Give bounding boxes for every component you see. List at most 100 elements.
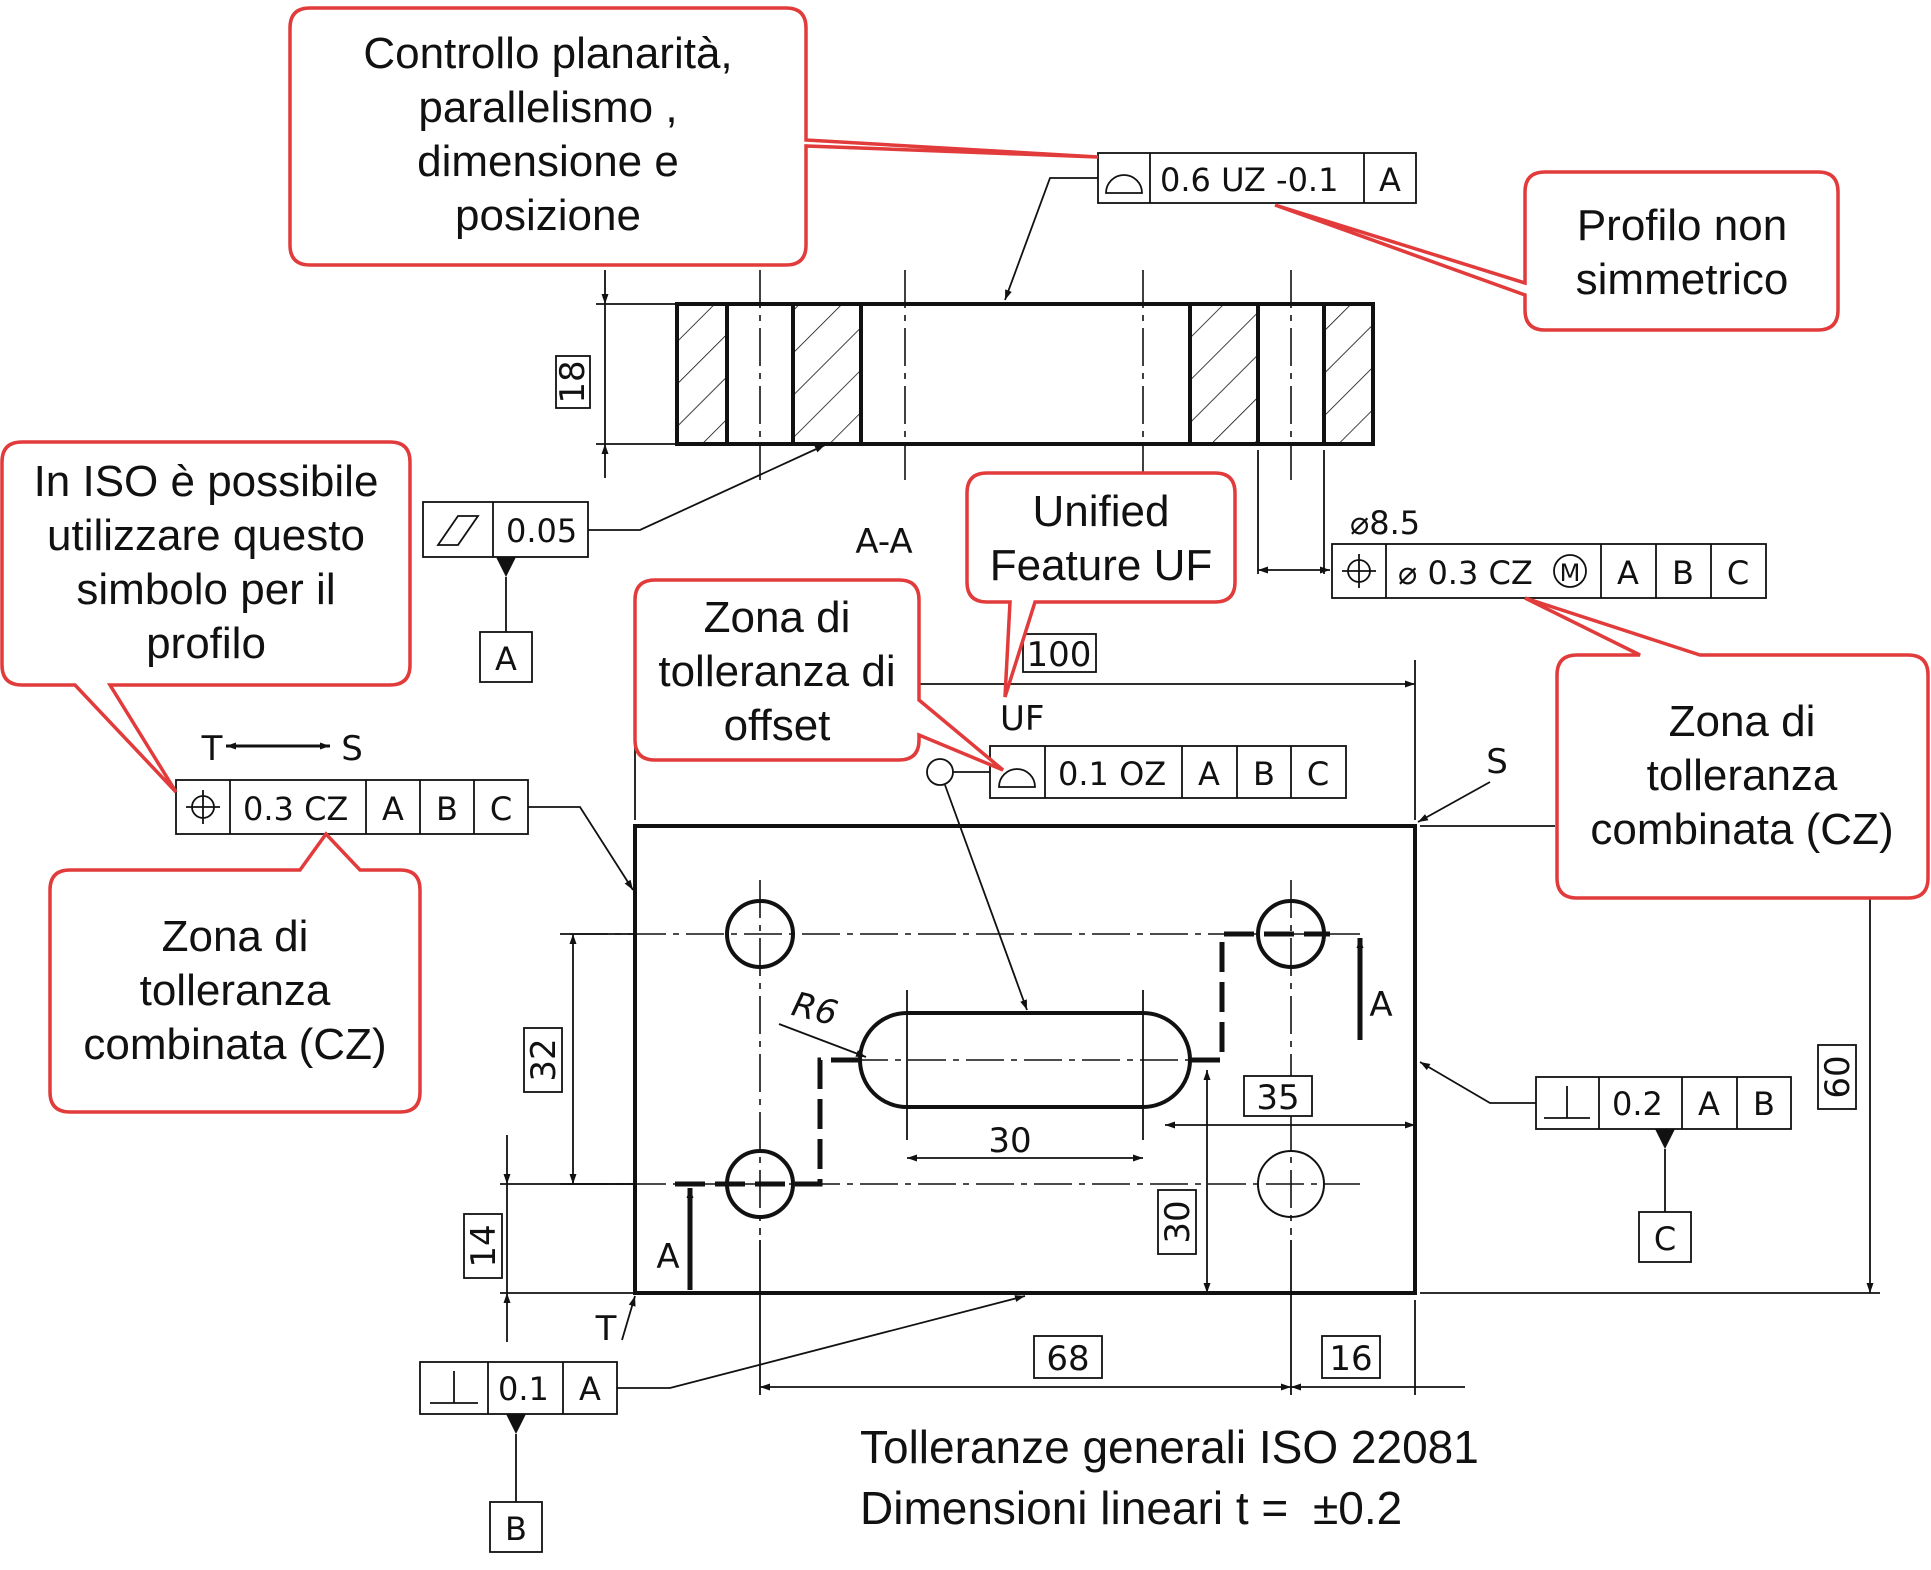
fcf-profile-offset-value: 0.1 OZ bbox=[1058, 755, 1166, 793]
fcf-profile-top-datum: A bbox=[1379, 161, 1401, 199]
fcf-position-holes: ⌀8.5 ⌀ 0.3 CZ M A B C bbox=[1257, 450, 1767, 599]
fcf-perp-bottom: 0.1 A B bbox=[419, 1295, 1026, 1553]
callout-offset-line-1: Zona di bbox=[704, 593, 851, 642]
fcf-position-left: T S 0.3 CZ A B C bbox=[175, 729, 634, 891]
section-label: A-A bbox=[855, 522, 912, 562]
fcf-perp-right-value: 0.2 bbox=[1612, 1085, 1663, 1123]
fcf-flatness-value: 0.05 bbox=[506, 512, 577, 550]
perpendicularity-icon bbox=[1544, 1086, 1590, 1119]
fcf-perp-bottom-datum-a: A bbox=[579, 1370, 601, 1408]
general-tolerances-note: Tolleranze generali ISO 22081 Dimensioni… bbox=[860, 1421, 1479, 1534]
callout-profilo-line-1: Profilo non bbox=[1577, 201, 1787, 250]
fcf-perp-right-datum-a: A bbox=[1698, 1085, 1720, 1123]
fcf-flatness: 0.05 A bbox=[422, 444, 826, 683]
callout-cz-left-line-3: combinata (CZ) bbox=[83, 1020, 386, 1069]
fcf-profile-top-value: 0.6 UZ -0.1 bbox=[1160, 161, 1338, 199]
fcf-profile-offset: UF 0.1 OZ A B C bbox=[926, 699, 1347, 1011]
mmc-modifier-icon bbox=[1553, 554, 1587, 588]
dimension-68-16: 68 16 bbox=[759, 1240, 1465, 1395]
fcf-position-holes-value: ⌀ 0.3 CZ bbox=[1398, 554, 1533, 592]
callout-cz-right-line-1: Zona di bbox=[1669, 697, 1816, 746]
dim-slot-30-label: 30 bbox=[988, 1121, 1031, 1161]
dimension-35: 35 bbox=[1165, 1075, 1415, 1129]
callout-unified-feature: Unified Feature UF bbox=[965, 471, 1237, 698]
callout-offset: Zona di tolleranza di offset bbox=[633, 578, 1005, 772]
datum-b: B bbox=[505, 1510, 527, 1548]
fcf-profile-offset-datum-b: B bbox=[1253, 755, 1275, 793]
uf-label: UF bbox=[1000, 699, 1044, 739]
datum-c: C bbox=[1654, 1220, 1676, 1258]
fcf-perp-bottom-value: 0.1 bbox=[498, 1370, 549, 1408]
callout-planarita: Controllo planarità, parallelismo , dime… bbox=[288, 6, 1099, 267]
dimension-thickness: 18 bbox=[553, 270, 677, 478]
dim-32-label: 32 bbox=[524, 1038, 564, 1081]
profile-surface-icon bbox=[1105, 174, 1143, 194]
position-icon bbox=[1342, 554, 1376, 588]
callout-offset-line-2: tolleranza di bbox=[658, 647, 895, 696]
callout-iso-line-3: simbolo per il bbox=[76, 565, 335, 614]
callout-uf-line-1: Unified bbox=[1033, 487, 1170, 536]
all-around-icon bbox=[926, 758, 954, 786]
callout-planarita-line-4: posizione bbox=[455, 191, 641, 240]
callout-cz-right-line-3: combinata (CZ) bbox=[1590, 805, 1893, 854]
flatness-icon bbox=[436, 515, 480, 546]
section-hatch-3 bbox=[1188, 302, 1260, 446]
callout-planarita-line-1: Controllo planarità, bbox=[363, 29, 732, 78]
point-s-label: S bbox=[1486, 742, 1508, 782]
section-arrow-label-bottom: A bbox=[656, 1237, 679, 1277]
callout-cz-right: Zona di tolleranza combinata (CZ) bbox=[1524, 596, 1930, 900]
fcf-position-holes-modifier: M bbox=[1560, 559, 1581, 587]
callout-uf-line-2: Feature UF bbox=[990, 541, 1213, 590]
dimension-32: 32 bbox=[523, 933, 635, 1185]
callout-cz-left-line-2: tolleranza bbox=[140, 966, 331, 1015]
dim-height-label: 60 bbox=[1818, 1055, 1858, 1098]
fcf-perp-right: 0.2 A B C bbox=[1419, 1061, 1792, 1263]
fcf-perp-right-datum-b: B bbox=[1753, 1085, 1775, 1123]
callout-planarita-line-2: parallelismo , bbox=[418, 83, 677, 132]
hole-size-label: ⌀8.5 bbox=[1350, 504, 1420, 542]
dimension-14: 14 bbox=[463, 1135, 635, 1342]
front-view: A A bbox=[570, 824, 1417, 1295]
profile-surface-icon bbox=[998, 768, 1036, 788]
callout-profilo-line-2: simmetrico bbox=[1576, 255, 1789, 304]
dim-68-label: 68 bbox=[1046, 1339, 1089, 1379]
callout-cz-left: Zona di tolleranza combinata (CZ) bbox=[48, 831, 422, 1114]
callout-profilo-non-simmetrico: Profilo non simmetrico bbox=[1274, 170, 1840, 332]
callout-cz-right-line-2: tolleranza bbox=[1647, 751, 1838, 800]
callout-iso-line-2: utilizzare questo bbox=[47, 511, 365, 560]
fcf-position-holes-datum-a: A bbox=[1617, 554, 1639, 592]
position-icon bbox=[186, 790, 220, 824]
dim-30-vertical-label: 30 bbox=[1158, 1200, 1198, 1243]
footer-line-2-value: ±0.2 bbox=[1313, 1482, 1402, 1534]
footer-line-2-prefix: Dimensioni lineari t = bbox=[860, 1482, 1301, 1534]
fcf-position-left-datum-b: B bbox=[436, 790, 458, 828]
perpendicularity-icon bbox=[430, 1371, 478, 1404]
dimension-width: 100 bbox=[634, 633, 1416, 820]
section-line bbox=[675, 931, 1330, 1187]
between-s-label: S bbox=[341, 729, 363, 769]
dim-width-label: 100 bbox=[1027, 635, 1092, 675]
fcf-position-holes-datum-c: C bbox=[1727, 554, 1749, 592]
section-hatch-4 bbox=[1322, 302, 1375, 446]
datum-a: A bbox=[495, 640, 517, 678]
callout-offset-line-3: offset bbox=[724, 701, 831, 750]
dimension-30-vertical: 30 bbox=[1157, 1070, 1211, 1293]
point-t-label: T bbox=[595, 1309, 617, 1349]
dimension-slot-30: 30 bbox=[907, 1121, 1143, 1162]
section-hatch-1 bbox=[675, 302, 729, 446]
section-view bbox=[675, 270, 1375, 480]
fcf-profile-offset-datum-c: C bbox=[1307, 755, 1329, 793]
fcf-position-left-value: 0.3 CZ bbox=[243, 790, 348, 828]
footer-line-1: Tolleranze generali ISO 22081 bbox=[860, 1421, 1479, 1473]
svg-text:Dimensioni lineari t = ±0.2: Dimensioni lineari t = ±0.2 bbox=[860, 1482, 1402, 1534]
fcf-position-left-datum-c: C bbox=[490, 790, 512, 828]
fcf-position-left-datum-a: A bbox=[382, 790, 404, 828]
fcf-position-holes-datum-b: B bbox=[1672, 554, 1694, 592]
callout-iso-line-4: profilo bbox=[146, 619, 266, 668]
dim-16-label: 16 bbox=[1329, 1339, 1372, 1379]
dim-thickness-label: 18 bbox=[553, 360, 593, 403]
dimension-height: 60 bbox=[1420, 825, 1880, 1294]
dim-14-label: 14 bbox=[464, 1224, 504, 1267]
